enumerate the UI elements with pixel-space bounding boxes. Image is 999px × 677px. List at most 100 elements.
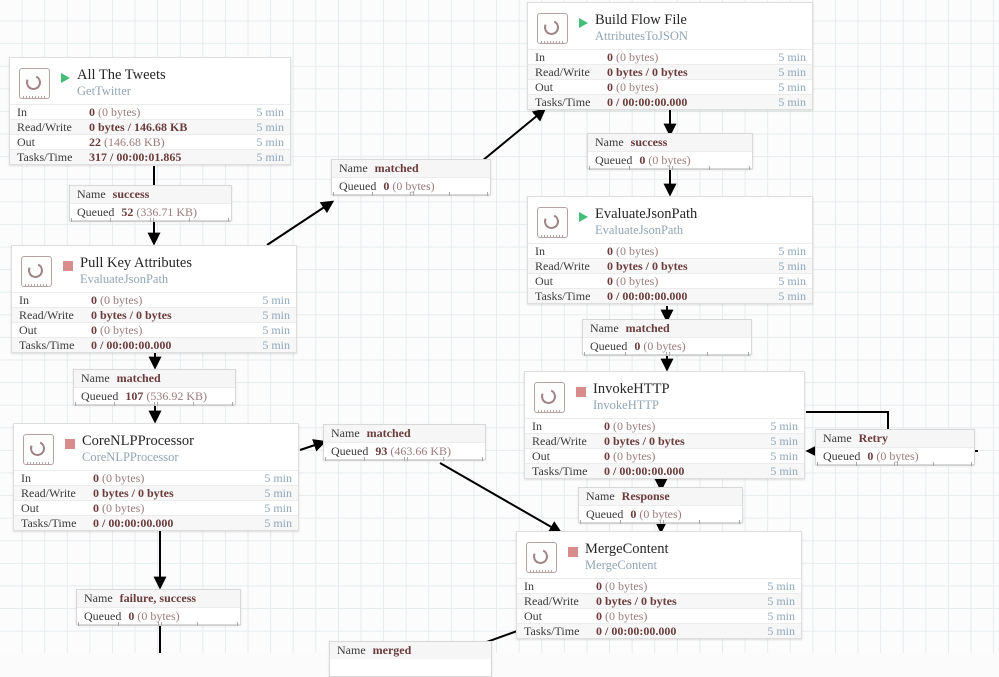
stat-time-window: 5 min [767, 593, 795, 608]
connection-name-label: Name [823, 431, 852, 445]
stat-value-primary: 0 / 00:00:00.000 [91, 337, 172, 352]
stat-value-read-write: 0 bytes / 0 bytes [604, 434, 770, 449]
connection-name-label: Name [586, 489, 615, 503]
connection-relationship-name: matched [374, 161, 419, 175]
stat-label-tasks-time: Tasks/Time [535, 94, 591, 109]
stat-label-read-write: Read/Write [17, 119, 72, 134]
stat-value-primary: 0 [607, 243, 613, 258]
stat-value-tasks-time: 0 / 00:00:00.000 [596, 624, 767, 639]
stat-label-out: Out [19, 322, 37, 337]
stat-value-out: 0 (0 bytes) [604, 449, 770, 464]
stat-time-window: 5 min [262, 307, 290, 322]
stat-value-out: 22 (146.68 KB) [89, 135, 256, 150]
connection-queued-label: Queued [81, 388, 119, 403]
stat-value-read-write: 0 bytes / 0 bytes [607, 65, 778, 80]
stat-value-detail: (0 bytes) [616, 273, 659, 288]
stat-value-primary: 0 bytes / 0 bytes [91, 307, 172, 322]
stat-value-detail: (146.68 KB) [104, 134, 165, 149]
stat-time-window: 5 min [262, 337, 290, 352]
stat-value-tasks-time: 0 / 00:00:00.000 [607, 95, 778, 110]
connection-queued-size: (0 bytes) [643, 338, 686, 353]
connection-queued-count: 52 [121, 204, 134, 219]
processor-chip-icon [526, 542, 557, 573]
stat-time-window: 5 min [262, 292, 290, 307]
connection-relationship-name: failure, success [119, 591, 197, 605]
connection-name-label: Name [84, 591, 113, 605]
stat-value-detail: (0 bytes) [616, 79, 659, 94]
stat-time-window: 5 min [770, 433, 798, 448]
connection-relationship-name: matched [625, 321, 670, 335]
stat-time-window: 5 min [778, 288, 806, 303]
stat-time-window: 5 min [778, 79, 806, 94]
processor-chip-icon [23, 434, 54, 465]
stat-value-tasks-time: 0 / 00:00:00.000 [604, 464, 770, 479]
connection-queue-gauge [75, 402, 234, 407]
stat-value-read-write: 0 bytes / 146.68 KB [89, 120, 256, 135]
stat-value-primary: 0 [93, 500, 99, 515]
connection-label-conn-merged[interactable]: NamemergedQueued [329, 641, 492, 677]
stat-value-primary: 0 / 00:00:00.000 [93, 515, 174, 530]
connection-queued-label: Queued [331, 443, 369, 458]
stat-value-in: 0 (0 bytes) [89, 105, 256, 120]
connection-queued-size: (0 bytes) [639, 506, 682, 521]
connection-name-label: Name [337, 643, 366, 657]
stat-time-window: 5 min [778, 49, 806, 64]
stat-label-out: Out [532, 448, 550, 463]
play-triangle-icon [579, 212, 588, 222]
connection-queued-count: 0 [630, 506, 637, 521]
stat-value-read-write: 0 bytes / 0 bytes [91, 308, 262, 323]
stat-value-primary: 0 bytes / 0 bytes [607, 64, 688, 79]
connection-queued-label: Queued [84, 608, 122, 623]
connection-queue-gauge [333, 192, 489, 197]
stat-label-tasks-time: Tasks/Time [21, 515, 77, 530]
connection-queue-gauge [817, 462, 973, 467]
stat-value-primary: 0 bytes / 0 bytes [93, 485, 174, 500]
connection-queued-count: 0 [383, 178, 390, 193]
connection-queued-label: Queued [590, 338, 628, 353]
stat-label-tasks-time: Tasks/Time [17, 149, 73, 164]
connection-queued-size: (0 bytes) [137, 608, 180, 623]
connection-queued-label: Queued [823, 448, 861, 463]
connection-queued-label: Queued [339, 178, 377, 193]
stop-square-icon [63, 261, 73, 271]
stat-value-primary: 0 [607, 79, 613, 94]
stat-label-in: In [535, 49, 545, 64]
stat-time-window: 5 min [778, 273, 806, 288]
